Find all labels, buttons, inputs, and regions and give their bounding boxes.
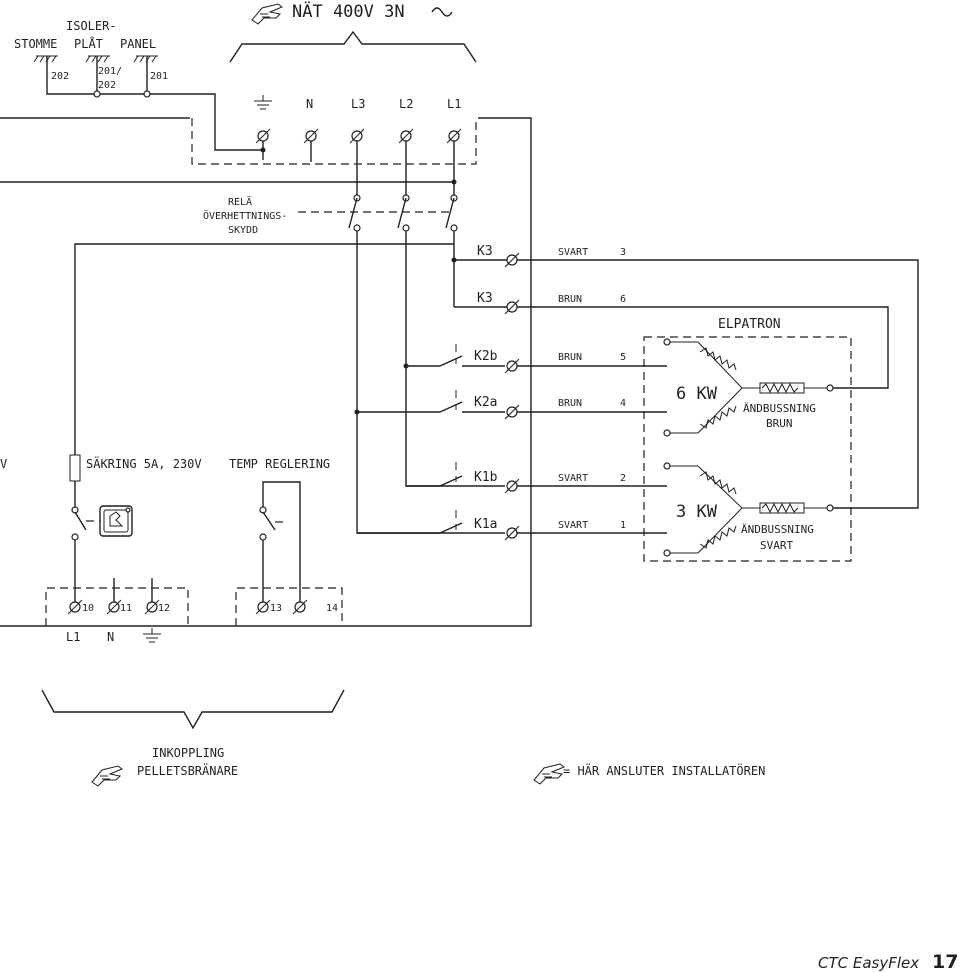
inkoppling-line2: PELLETSBRÄNARE (137, 763, 238, 778)
heater-element-3kw (663, 462, 834, 557)
stomme-label: STOMME (14, 37, 57, 51)
elpatron-box (643, 336, 852, 562)
relay-label-2: ÖVERHETTNINGS- (203, 209, 287, 222)
isoler-label: ISOLER- (66, 19, 117, 33)
terminal-201-202-label-a: 201/ (98, 66, 122, 77)
end-bushing-black-1: ÄNDBUSSNING (741, 523, 814, 536)
contactor-switches (439, 344, 505, 534)
wire-4-color: BRUN (558, 398, 582, 409)
heater-6kw-label: 6 KW (676, 384, 718, 404)
inkoppling-line1: INKOPPLING (152, 746, 224, 760)
terminal-11: 11 (120, 603, 132, 614)
supply-terminal-n: N (306, 97, 313, 111)
supply-terminal-l3: L3 (351, 97, 365, 111)
wire-1-number: 1 (620, 520, 626, 531)
wire-6-number: 6 (620, 294, 626, 305)
k3-label-b: K3 (477, 291, 493, 306)
legend-text: = HÄR ANSLUTER INSTALLATÖREN (563, 762, 765, 778)
fuse-label: SÄKRING 5A, 230V (86, 456, 202, 471)
installer-hand-icon (533, 763, 565, 785)
inkoppling-brace (41, 689, 345, 730)
plat-label: PLÅT (74, 36, 103, 51)
k3-terminals (504, 252, 520, 315)
terminal-12: 12 (158, 603, 170, 614)
terminal-13: 13 (270, 603, 282, 614)
elpatron-title: ELPATRON (718, 317, 781, 332)
wire-4-number: 4 (620, 398, 626, 409)
chassis-ground-icon (33, 55, 158, 63)
thermostat-knob-icon (99, 505, 133, 537)
bottom-l1-label: L1 (66, 630, 80, 644)
bottom-n-label: N (107, 630, 114, 644)
installer-hand-icon (91, 765, 123, 787)
supply-terminal-l1: L1 (447, 97, 461, 111)
left-cut-label: V (0, 457, 7, 471)
k3-label-a: K3 (477, 244, 493, 259)
wire-3-number: 3 (620, 247, 626, 258)
temp-control-label: TEMP REGLERING (229, 457, 330, 471)
end-bushing-brown-2: BRUN (766, 417, 793, 430)
terminal-10: 10 (82, 603, 94, 614)
relay-label-3: SKYDD (228, 225, 258, 236)
overheat-relay-contacts (348, 194, 458, 232)
k2b-label: K2b (474, 349, 498, 364)
wire-3-color: SVART (558, 247, 588, 258)
contactor-terminals (504, 358, 520, 541)
supply-terminal-l2: L2 (399, 97, 413, 111)
wire-2-color: SVART (558, 473, 588, 484)
terminal-201-202-label-b: 202 (98, 80, 116, 91)
ac-symbol (431, 7, 453, 17)
ground-icon (254, 95, 272, 110)
wire-6-color: BRUN (558, 294, 582, 305)
terminal-202-label: 202 (51, 71, 69, 82)
fuse-icon (69, 454, 81, 482)
wire-5-color: BRUN (558, 352, 582, 363)
wire-5-number: 5 (620, 352, 626, 363)
relay-label-1: RELÄ (228, 195, 252, 208)
supply-terminal-screws (255, 128, 462, 144)
installer-hand-icon (251, 3, 283, 25)
supply-brace (229, 30, 477, 63)
terminal-14: 14 (326, 603, 338, 614)
footer-brand: CTC EasyFlex (818, 954, 919, 972)
page-number: 17 (932, 951, 958, 973)
k2a-label: K2a (474, 395, 497, 410)
k1a-label: K1a (474, 517, 497, 532)
heater-3kw-label: 3 KW (676, 502, 718, 522)
end-bushing-black-2: SVART (760, 539, 793, 552)
bottom-terminals (67, 599, 308, 615)
k1b-label: K1b (474, 470, 498, 485)
terminal-201-label: 201 (150, 71, 168, 82)
wire-2-number: 2 (620, 473, 626, 484)
supply-title: NÄT 400V 3N (292, 1, 405, 22)
wire-1-color: SVART (558, 520, 588, 531)
ground-icon (143, 628, 161, 643)
heater-element-6kw (663, 338, 834, 437)
panel-label: PANEL (120, 37, 156, 51)
end-bushing-brown-1: ÄNDBUSSNING (743, 402, 816, 415)
